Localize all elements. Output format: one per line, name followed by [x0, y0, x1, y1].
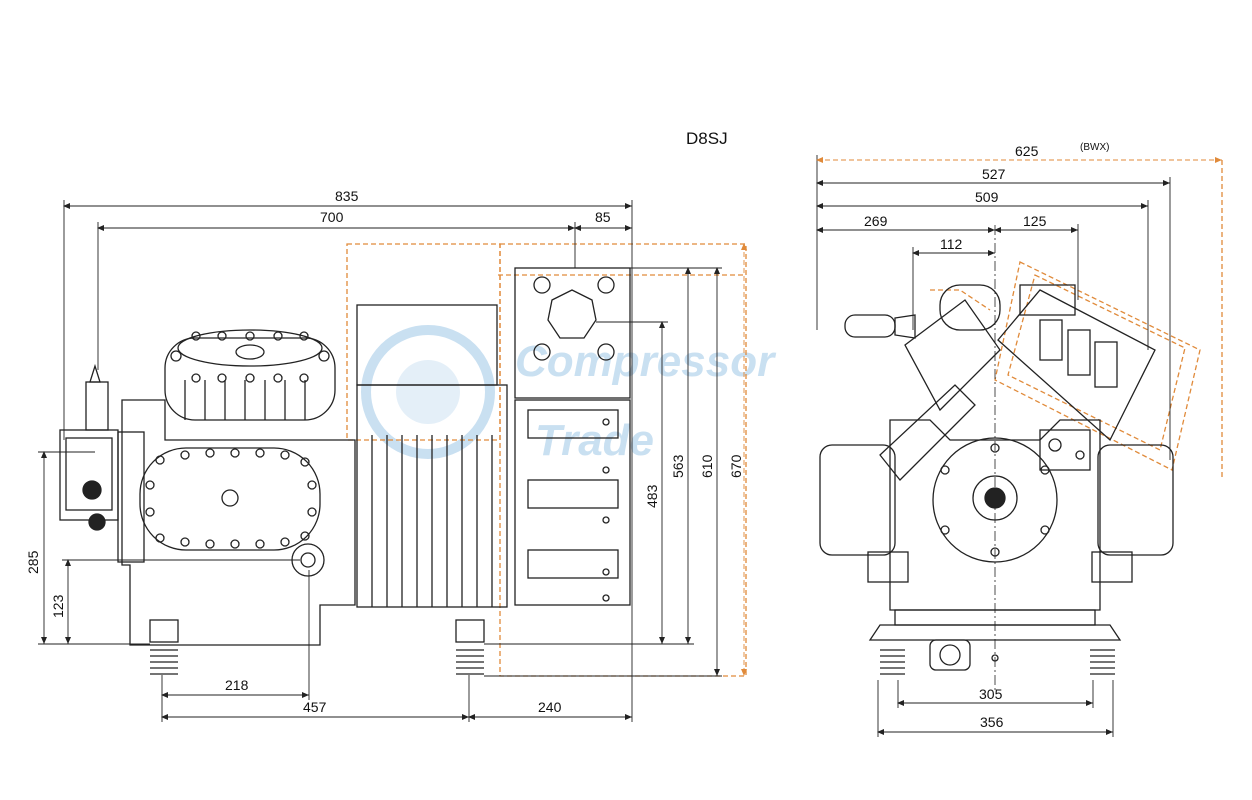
- oil-pump-end: [59, 363, 145, 563]
- dim-509: 509: [975, 189, 999, 205]
- end-body: [819, 419, 1174, 611]
- drawing-title: D8SJ: [686, 129, 728, 148]
- watermark: Compressor Trade: [361, 325, 777, 465]
- side-cover: [139, 447, 325, 577]
- dim-218: 218: [225, 677, 249, 693]
- end-dims: [816, 155, 1171, 737]
- feet-side: [149, 619, 485, 675]
- dim-527: 527: [982, 166, 1006, 182]
- side-view: [38, 200, 747, 722]
- side-dims-horizontal: [63, 200, 633, 722]
- dim-125: 125: [1023, 213, 1047, 229]
- watermark-text-1: Compressor: [515, 337, 777, 386]
- motor-ribs: [356, 304, 508, 608]
- dim-269: 269: [864, 213, 888, 229]
- optional-outline-end: [930, 160, 1223, 480]
- watermark-globe-icon: [361, 325, 495, 459]
- dim-700: 700: [320, 209, 344, 225]
- dim-625: 625: [1015, 143, 1039, 159]
- watermark-text-2: Trade: [535, 416, 654, 465]
- cylinder-banks-end: [844, 284, 1156, 481]
- dim-bwx-note: (BWX): [1080, 142, 1109, 153]
- dim-356: 356: [980, 714, 1004, 730]
- dim-610: 610: [699, 454, 715, 478]
- dim-563: 563: [670, 454, 686, 478]
- dim-670: 670: [728, 454, 744, 478]
- dim-285: 285: [25, 550, 41, 574]
- terminal-end: [514, 267, 631, 606]
- dim-240: 240: [538, 699, 562, 715]
- watermark-globe-core: [396, 360, 460, 424]
- dim-85: 85: [595, 209, 611, 225]
- dim-835: 835: [335, 188, 359, 204]
- dim-123: 123: [50, 594, 66, 618]
- crankcase-body: [121, 399, 356, 646]
- dim-457: 457: [303, 699, 327, 715]
- end-view: [816, 155, 1223, 737]
- dim-112: 112: [940, 236, 963, 252]
- cylinder-head-top: [164, 329, 336, 421]
- side-dims-vertical: [38, 267, 722, 677]
- dim-305: 305: [979, 686, 1003, 702]
- dim-483: 483: [644, 484, 660, 508]
